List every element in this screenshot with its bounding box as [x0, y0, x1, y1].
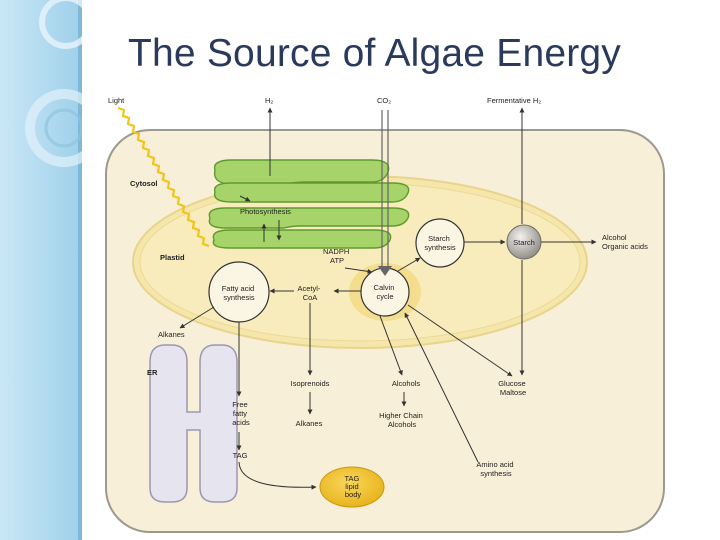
starch-synthesis-node: [415, 218, 465, 268]
label-calvin: Calvin: [374, 283, 395, 292]
label-lipid: lipid: [345, 482, 358, 491]
label-acetyl: Acetyl-: [297, 284, 320, 293]
plastid-inner-membrane: [139, 182, 581, 342]
label-er: ER: [147, 368, 158, 377]
label-amino-acid: Amino acid: [476, 460, 513, 469]
label-cycle: cycle: [376, 292, 393, 301]
arrow-nadph-calvin: [344, 267, 373, 274]
tag-lipid-body: [319, 466, 385, 508]
label-coa: CoA: [303, 293, 318, 302]
label-free-fatty-acids: Free fatty acids: [232, 400, 250, 427]
label-alkanes: Alkanes: [296, 419, 323, 428]
label-isoprenoids: Isoprenoids: [291, 379, 330, 388]
label-tag-lipid-body-line1: TAG: [345, 474, 360, 483]
label-co2: CO₂: [377, 96, 391, 105]
label-light: Light: [108, 96, 125, 105]
label-plastid: Plastid: [160, 253, 185, 262]
arrow-calvin-glucose: [407, 304, 513, 377]
label-maltose: Maltose: [500, 388, 526, 397]
arrow-aminoacid-calvin: [404, 312, 479, 463]
label-free: Free: [232, 400, 247, 409]
label-fatty: fatty: [233, 409, 247, 418]
label-fatty-acid-synthesis: Fatty acid synthesis: [222, 284, 257, 302]
light-ray-arrow: [239, 195, 251, 202]
arrow-calvin-alcohols: [379, 315, 403, 376]
label-higher-chain-alcohols-line2: Alcohols: [388, 420, 417, 429]
label-glucose: Glucose: [498, 379, 526, 388]
label-amino-acid-synthesis: Amino acid synthesis: [476, 460, 515, 478]
label-alkanes-left: Alkanes: [158, 330, 185, 339]
light-ray: [117, 106, 210, 248]
arrow-tag-lipidbody: [238, 461, 317, 490]
label-cytosol: Cytosol: [130, 179, 158, 188]
decorative-ring: [44, 108, 82, 148]
label-alcohol: Alcohol: [602, 233, 627, 242]
label-alcohol-organic-acids: Alcohol Organic acids: [602, 233, 648, 251]
label-acetyl-coa: Acetyl- CoA: [297, 284, 322, 302]
label-calvin-cycle: Calvin cycle: [374, 283, 397, 301]
arrow-fattyacid-alkanes: [179, 306, 215, 329]
label-starch-synthesis-line1: Starch: [428, 234, 450, 243]
label-photosynthesis: Photosynthesis: [240, 207, 291, 216]
label-higher-chain: Higher Chain: [379, 411, 423, 420]
label-glucose-maltose: Glucose Maltose: [498, 379, 528, 397]
label-tag-lipid-body: TAG lipid body: [345, 474, 362, 499]
label-tag: TAG: [233, 451, 248, 460]
arrow-calvin-starch: [397, 257, 421, 272]
slide-title: The Source of Algae Energy: [128, 32, 622, 75]
co2-flow-arrow: [378, 110, 392, 276]
label-fatty-acid: Fatty acid: [222, 284, 255, 293]
label-alcohols: Alcohols: [392, 379, 421, 388]
label-acids: acids: [232, 418, 250, 427]
label-organic-acids: Organic acids: [602, 242, 648, 251]
endoplasmic-reticulum: [149, 344, 238, 503]
thylakoid-stack: [208, 159, 410, 249]
label-body: body: [345, 490, 362, 499]
label-starch-synthesis: Starch synthesis: [424, 234, 456, 252]
decorative-ring: [39, 0, 82, 49]
label-starch: Starch: [513, 238, 535, 247]
label-nadph: NADPH: [323, 247, 349, 256]
sidebar-decoration: [0, 0, 82, 540]
label-fatty-acid-synthesis-line2: synthesis: [223, 293, 255, 302]
label-h2: H₂: [265, 96, 273, 105]
label-higher-chain-alcohols: Higher Chain Alcohols: [379, 411, 425, 429]
label-atp: ATP: [330, 256, 344, 265]
label-amino-acid-synthesis-line2: synthesis: [480, 469, 512, 478]
decorative-ring: [25, 89, 82, 167]
label-fermentative-h2: Fermentative H₂: [487, 96, 541, 105]
label-starch-synthesis-line2: synthesis: [424, 243, 456, 252]
